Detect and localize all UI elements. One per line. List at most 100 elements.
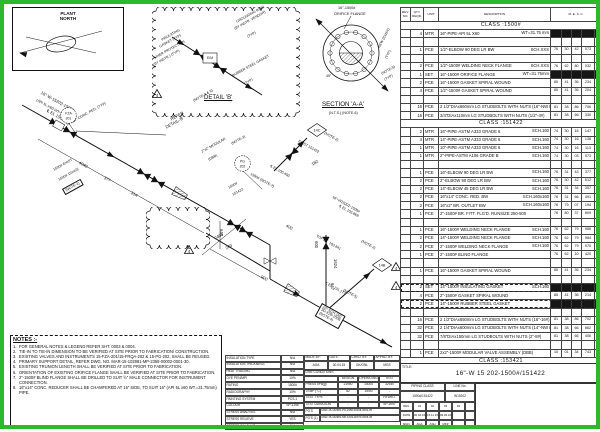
- bom-cell: [401, 54, 411, 62]
- po-value: MAR-15-102981-MP-1633-00073-0006-36: [320, 415, 400, 422]
- bom-desc-cell: 2x2"-1500# MODULAR VALVE ASSEMBLY (DBB): [439, 349, 551, 357]
- bom-desc-text: 2x2"-1500# MODULAR VALVE ASSEMBLY (DBB): [440, 350, 533, 355]
- iso-label: (TYP): [384, 75, 394, 83]
- bom-unit-cell: PCE: [424, 87, 439, 95]
- bom-code-cell: 80: [572, 62, 582, 70]
- bom-code-cell: 66: [572, 324, 582, 332]
- svg-text:FZA: FZA: [65, 111, 72, 115]
- prop-value: N/A: [281, 369, 304, 376]
- bom-unit-cell: PCE: [424, 169, 439, 177]
- bom-code-cell: [562, 71, 572, 79]
- bom-code-cell: [562, 341, 572, 349]
- bom-desc-cell: 16"-1500# GASKET SPIRAL WOUND: [439, 79, 551, 87]
- iso-label: 240: [225, 244, 233, 251]
- bom-code-cell: 30: [562, 144, 572, 152]
- bom-row: [401, 95, 600, 103]
- bom-desc-text: 2 1/2"DIAx650mm LG STUDBOLTS WITH NUTS (…: [440, 317, 549, 322]
- bom-cell: [401, 218, 411, 226]
- bom-cell: [439, 218, 551, 226]
- bom-code-cell: [551, 54, 562, 62]
- bom-rev-cell: [401, 202, 411, 210]
- bom-code-cell: 62: [562, 243, 572, 251]
- date-row-cell: 09.02.16: [439, 411, 452, 420]
- bom-rev-cell: [401, 103, 411, 111]
- bom-code-cell: [582, 259, 595, 267]
- bom-row: [401, 218, 600, 226]
- bom-code-cell: [572, 284, 582, 292]
- iso-label: SECTION 'A-A': [322, 102, 364, 109]
- bom-desc-text: 2 1/4"DIAx600mm LG STUDBOLTS WITH NUTS (…: [440, 325, 551, 330]
- bom-column-header: QTY. REQD.: [411, 8, 424, 22]
- bom-code-cell: 073: [582, 153, 595, 161]
- bom-code-cell: 85: [551, 87, 562, 95]
- sign-row-cell: ASH: [426, 420, 439, 429]
- bom-code-cell: 1: [595, 177, 600, 185]
- bom-column-header: DESCRIPTION: [439, 8, 551, 22]
- bom-qty-cell: 4: [411, 292, 424, 300]
- notes-list: 1.FOR GENERAL NOTES & LEGEND REFER SHT. …: [13, 344, 219, 395]
- bom-rev-cell: [401, 284, 411, 292]
- bom-code-cell: [551, 30, 562, 38]
- bom-code-cell: 74: [551, 144, 562, 152]
- bom-code-cell: 234: [582, 267, 595, 275]
- iso-label: ORIFICE FLANGE: [334, 12, 366, 16]
- bom-qty-cell: 2: [411, 284, 424, 292]
- bom-rev-cell: [401, 193, 411, 201]
- bom-desc-spec: SCH.160: [532, 170, 549, 174]
- bom-rev-cell: [401, 177, 411, 185]
- bom-rev-cell: [401, 153, 411, 161]
- bom-cell: [401, 161, 411, 169]
- bom-qty-cell: 1: [411, 226, 424, 234]
- bom-desc-spec: SCH.160: [532, 138, 549, 142]
- bom-code-cell: 194: [582, 202, 595, 210]
- title-block-empty: [475, 383, 600, 429]
- prop-value: SP-1198: [281, 403, 304, 410]
- bom-code-cell: [582, 71, 595, 79]
- bom-code-cell: [582, 275, 595, 283]
- note-item: 7.2"-1500# BLIND FLANGE SHALL BE DRILLED…: [13, 375, 219, 385]
- bom-code-cell: 420: [582, 251, 595, 259]
- bom-qty-cell: 2: [411, 185, 424, 193]
- bom-code-cell: [551, 259, 562, 267]
- bom-code-cell: 81: [551, 112, 562, 120]
- revision-cloud: [146, 207, 210, 254]
- bom-row: [401, 341, 600, 349]
- bom-desc-text: 14"-1500# RUBBER STEEL GASKET: [440, 301, 510, 306]
- bom-unit-cell: PCE: [424, 324, 439, 332]
- bom-code-cell: [572, 259, 582, 267]
- bom-code-cell: [582, 308, 595, 316]
- iso-label: (NOTE-3): [231, 135, 247, 146]
- svg-text:201: 201: [66, 117, 72, 121]
- bom-code-cell: [551, 284, 562, 292]
- prop-value: PCS-1: [281, 396, 304, 403]
- bom-code-cell: [562, 30, 572, 38]
- rev-row-cell: 03: [439, 402, 452, 411]
- bom-desc-text: 14"-PIPE-ASTM A333 GRADE 6: [440, 137, 500, 142]
- bom-qty-cell: 2: [411, 243, 424, 251]
- bom-code-cell: 74: [551, 153, 562, 161]
- bom-qty-cell: 2: [411, 62, 424, 70]
- bom-code-cell: [551, 38, 562, 46]
- bom-code-cell: 41: [562, 79, 572, 87]
- bom-code-cell: 406: [582, 333, 595, 341]
- tie-in-diamond: 14B: [372, 258, 392, 277]
- bom-qty-cell: 2: [411, 177, 424, 185]
- bom-code-cell: 41: [562, 292, 572, 300]
- bom-code-cell: 43: [572, 169, 582, 177]
- bom-unit-cell: PCE: [424, 292, 439, 300]
- bom-code-cell: 62: [562, 251, 572, 259]
- bom-code-cell: [562, 54, 572, 62]
- bom-code-cell: 214: [582, 292, 595, 300]
- bom-qty-cell: 1: [411, 267, 424, 275]
